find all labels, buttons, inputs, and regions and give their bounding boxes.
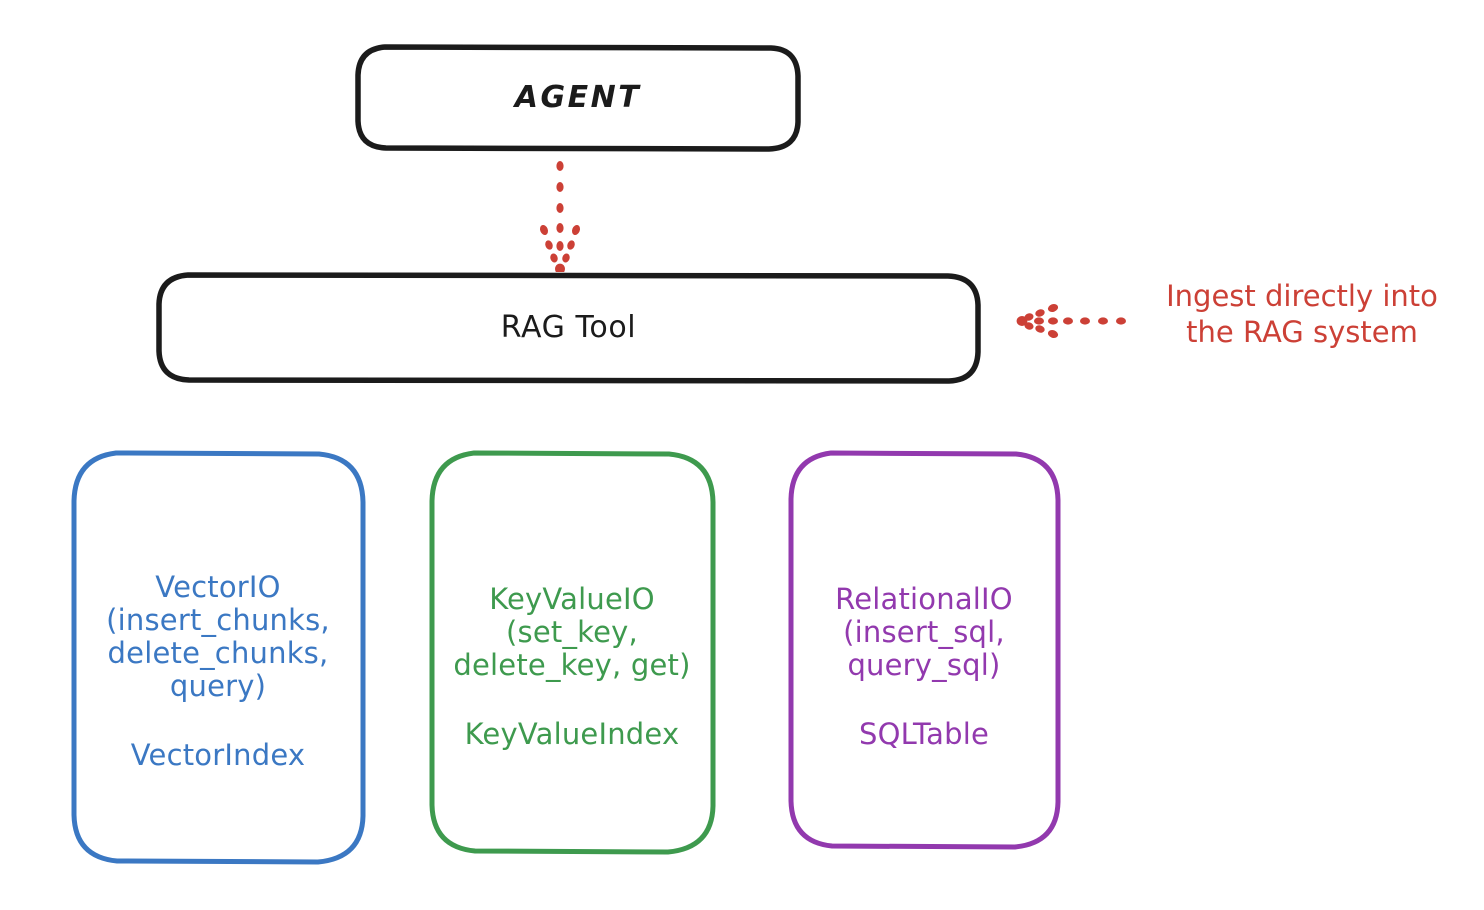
edge-ingest-to-rag-tool-arrow <box>1016 304 1126 338</box>
node-key-value-io-sublabel: KeyValueIndex <box>464 717 680 751</box>
node-relational-io-sublabel: SQLTable <box>859 717 989 751</box>
annotation-ingest-directly: Ingest directly into the RAG system <box>1166 279 1438 349</box>
node-key-value-io-text: KeyValueIO (set_key, delete_key, get) Ke… <box>453 450 690 784</box>
node-relational-io-text: RelationalIO (insert_sql, query_sql) SQL… <box>835 450 1013 784</box>
node-vector-io-sublabel: VectorIndex <box>130 738 306 772</box>
node-rag-tool-label: RAG Tool <box>500 310 637 346</box>
node-relational-io[interactable]: RelationalIO (insert_sql, query_sql) SQL… <box>787 450 1061 851</box>
node-agent[interactable]: AGENT <box>355 44 801 152</box>
node-rag-tool[interactable]: RAG Tool <box>156 272 981 384</box>
node-key-value-io[interactable]: KeyValueIO (set_key, delete_key, get) Ke… <box>428 450 716 856</box>
node-vector-io-label: VectorIO (insert_chunks, delete_chunks, … <box>106 570 330 703</box>
edge-agent-to-rag-tool-arrow <box>539 161 581 275</box>
node-vector-io[interactable]: VectorIO (insert_chunks, delete_chunks, … <box>70 450 366 866</box>
node-relational-io-label: RelationalIO (insert_sql, query_sql) <box>835 582 1013 682</box>
node-vector-io-text: VectorIO (insert_chunks, delete_chunks, … <box>106 450 330 805</box>
node-agent-label: AGENT <box>514 80 642 116</box>
node-key-value-io-label: KeyValueIO (set_key, delete_key, get) <box>453 582 691 682</box>
